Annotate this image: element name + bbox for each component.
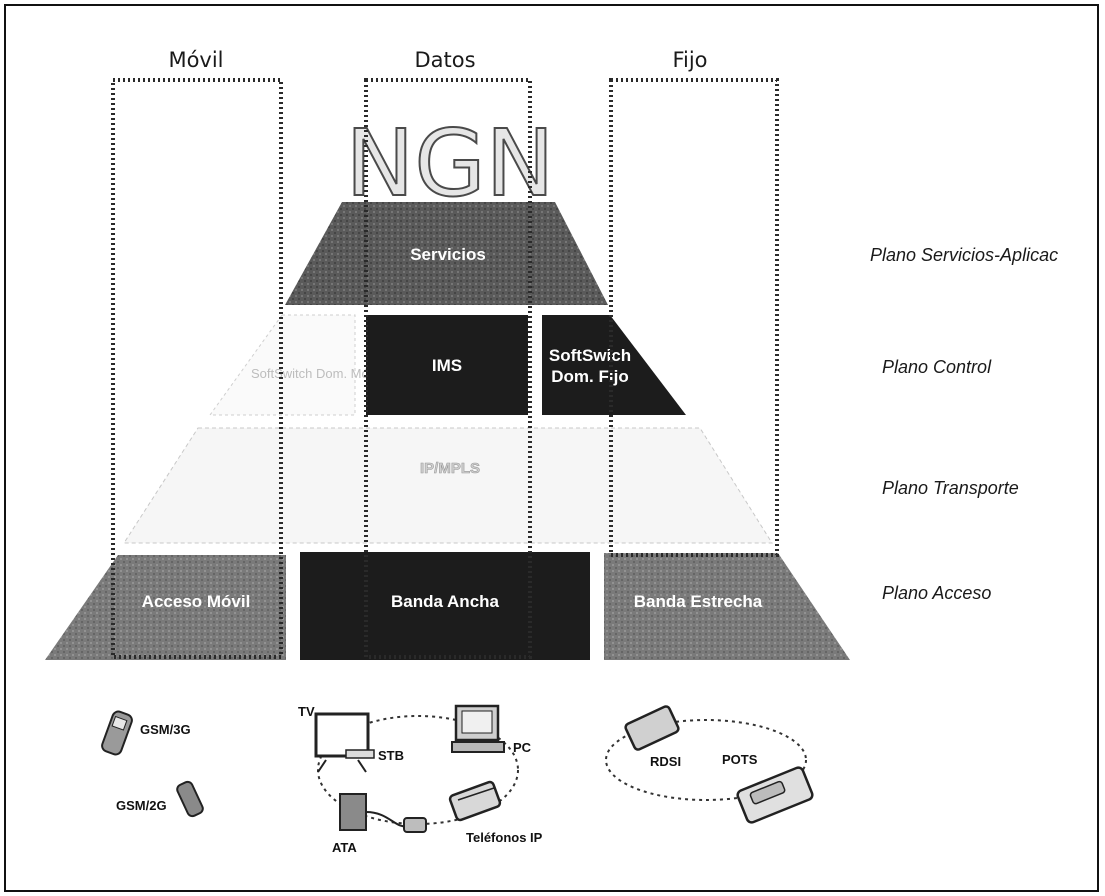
gsm-2g-label: GSM/2G [116, 798, 167, 813]
plane-servicios-label: Plano Servicios-Aplicac [870, 245, 1058, 265]
column-header-movil: Móvil [168, 48, 223, 72]
datos-column-outline [364, 78, 532, 659]
telefonos-ip-label: Teléfonos IP [466, 830, 543, 845]
plane-control-label: Plano Control [882, 357, 992, 377]
ims-layer [366, 315, 528, 415]
mobile-phone-2g-icon [176, 780, 204, 818]
softswitch-movil-layer [209, 314, 356, 416]
ngn-title: NGN [346, 110, 555, 217]
rdsi-label: RDSI [650, 754, 681, 769]
mobile-phone-3g-icon [101, 710, 133, 756]
servicios-layer [285, 202, 608, 305]
ata-icon [339, 793, 427, 833]
movil-column-outline [111, 78, 283, 659]
pc-icon [451, 704, 505, 753]
softswitch-fijo-layer [542, 315, 686, 415]
transporte-layer [123, 427, 773, 544]
ata-label: ATA [332, 840, 357, 855]
column-header-datos: Datos [414, 48, 475, 72]
tv-icon [314, 712, 370, 773]
ims-label: IMS [432, 356, 462, 375]
column-header-fijo: Fijo [672, 48, 707, 72]
banda-ancha-label: Banda Ancha [391, 592, 500, 611]
datos-network-ring [317, 715, 519, 825]
softswitch-movil-label: SoftSwitch Dom. Móvil [251, 366, 381, 381]
rdsi-phone-icon [624, 705, 680, 751]
acceso-movil-layer [45, 555, 286, 660]
servicios-label: Servicios [410, 245, 486, 264]
softswitch-fijo-label-1: SoftSwich [549, 346, 631, 365]
fijo-network-ring [605, 719, 807, 801]
ip-phone-icon [448, 780, 502, 822]
gsm-3g-label: GSM/3G [140, 722, 191, 737]
diagram-frame [4, 4, 1099, 892]
plane-acceso-label: Plano Acceso [882, 583, 991, 603]
stb-label: STB [378, 748, 404, 763]
pots-phone-icon [736, 766, 814, 824]
softswitch-fijo-label-2: Dom. Fijo [551, 367, 628, 386]
tv-label: TV [298, 704, 315, 719]
set-top-box-icon [345, 749, 375, 759]
banda-ancha-layer [300, 552, 590, 660]
pots-label: POTS [722, 752, 758, 767]
pc-label: PC [513, 740, 532, 755]
acceso-movil-label: Acceso Móvil [142, 592, 251, 611]
banda-estrecha-label: Banda Estrecha [634, 592, 763, 611]
transporte-label: IP/MPLS [420, 460, 480, 477]
plane-transporte-label: Plano Transporte [882, 478, 1019, 498]
banda-estrecha-layer [604, 553, 850, 660]
